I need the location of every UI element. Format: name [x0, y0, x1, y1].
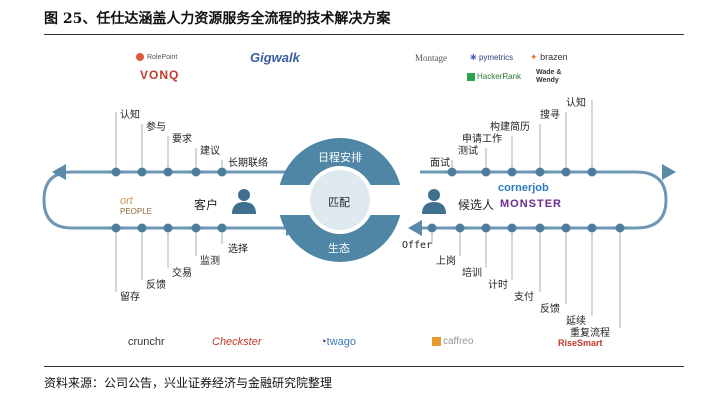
step-label: 面试	[430, 158, 450, 169]
step-label: 重复流程	[570, 328, 610, 339]
step-label: 反馈	[146, 280, 166, 291]
vonq-logo: VONQ	[140, 68, 180, 82]
step-label: 选择	[228, 244, 248, 255]
caffreo-logo: caffreo	[432, 336, 473, 347]
step-label: 交易	[172, 268, 192, 279]
step-label: 培训	[462, 268, 482, 279]
gigwalk-logo: Gigwalk	[250, 50, 300, 65]
pymetrics-logo: ✱ pymetrics	[470, 53, 514, 62]
client-person-icon	[232, 189, 256, 214]
step-label: 申请工作	[462, 134, 502, 145]
step-label: Offer	[402, 240, 433, 251]
arrow-head-left-top	[52, 164, 66, 180]
brazen-logo: ✦ brazen	[530, 52, 568, 62]
step-label: 长期联络	[228, 158, 268, 169]
twago-logo: ◔twago	[320, 336, 357, 348]
monster-logo: MONSTER	[500, 198, 562, 210]
center-top-label: 日程安排	[318, 151, 362, 164]
right-loop-track	[420, 170, 668, 230]
figure-title: 图 25、任仕达涵盖人力资源服务全流程的技术解决方案	[44, 11, 391, 27]
client-label: 客户	[194, 198, 219, 212]
candidate-person-icon	[422, 189, 446, 214]
step-label: 要求	[172, 134, 192, 145]
risesmart-logo: RiseSmart	[558, 338, 603, 348]
step-label: 建议	[200, 146, 220, 157]
step-label: 参与	[146, 122, 166, 133]
hackerrank-logo: HackerRank	[467, 72, 521, 81]
step-label: 计时	[488, 280, 508, 291]
step-label: 构建简历	[490, 122, 530, 133]
arrow-head-right-bottom	[408, 220, 422, 236]
step-label: 认知	[566, 98, 586, 109]
step-label: 留存	[120, 292, 140, 303]
step-label: 监测	[200, 256, 220, 267]
montage-logo: Montage	[415, 53, 447, 63]
left-loop-track	[42, 170, 290, 230]
step-label: 上岗	[436, 256, 456, 267]
center-hub	[310, 170, 370, 230]
step-label: 搜寻	[540, 110, 560, 121]
wadewendy-logo: Wade & Wendy	[536, 69, 562, 84]
step-label: 反馈	[540, 304, 560, 315]
source-rule	[44, 366, 684, 367]
rolepoint-logo: RolePoint	[136, 53, 177, 61]
arrow-head-right-top	[662, 164, 676, 180]
step-label: 延续	[566, 316, 586, 327]
step-label: 支付	[514, 292, 534, 303]
candidate-label: 候选人	[458, 198, 495, 212]
crunchr-logo: crunchr	[128, 336, 165, 348]
step-label: 测试	[458, 146, 478, 157]
source-note: 资料来源：公司公告，兴业证券经济与金融研究院整理	[44, 376, 333, 390]
title-rule	[44, 34, 684, 35]
checkster-logo: Checkster	[212, 336, 262, 348]
center-bottom-label: 生态	[328, 242, 350, 255]
cornerjob-logo: cornerjob	[498, 182, 549, 194]
center-middle-label: 匹配	[328, 196, 350, 209]
step-label: 认知	[120, 110, 140, 121]
